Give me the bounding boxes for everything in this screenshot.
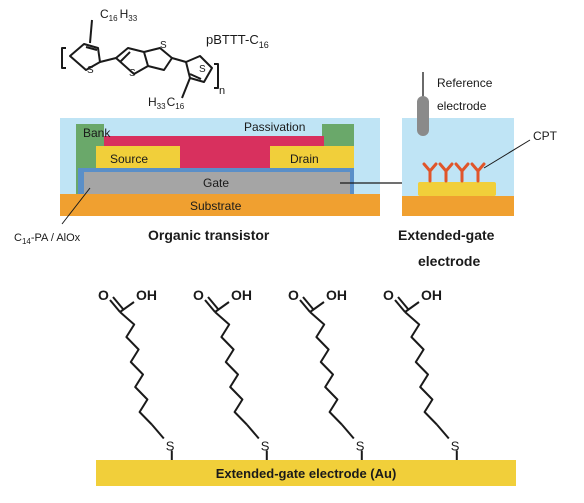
reference-electrode-probe (417, 96, 429, 136)
cpt-receptor (470, 162, 486, 183)
sulfur-atom-2: S (129, 68, 136, 79)
transistor-caption: Organic transistor (148, 227, 270, 243)
organic-transistor (60, 118, 420, 225)
passivation-label: Passivation (244, 120, 305, 134)
hydroxyl-label: OH (326, 287, 347, 303)
source-electrode (96, 146, 180, 170)
egate-caption-2: electrode (418, 253, 480, 269)
cpt-receptors (422, 162, 486, 183)
source-label: Source (110, 152, 148, 166)
oxygen-label: O (288, 287, 299, 303)
cpt-receptor (422, 162, 438, 183)
egate-electrode (418, 182, 496, 196)
oxygen-label: O (98, 287, 109, 303)
au-electrode-label: Extended-gate electrode (Au) (216, 466, 397, 481)
sulfur-atom-1: S (87, 65, 94, 76)
egate-substrate (402, 196, 514, 216)
polymer-repeat-n: n (219, 85, 225, 97)
thiol-sulfur-label: S (451, 439, 460, 454)
bank-label: Bank (83, 126, 111, 140)
oxygen-label: O (193, 287, 204, 303)
thiol-sulfur-label: S (356, 439, 365, 454)
au-electrode-bar (96, 460, 516, 486)
cpt-receptor (438, 162, 454, 183)
oxygen-label: O (383, 287, 394, 303)
reference-label-1: Reference (437, 76, 493, 90)
gate-electrode (84, 172, 350, 194)
sam-chains: O OH S O OH S O OH S O OH S (98, 287, 460, 460)
extended-gate-cell (402, 72, 531, 216)
cpt-pointer-line (483, 139, 531, 169)
sulfur-atom-3: S (160, 40, 167, 51)
gate-label: Gate (203, 176, 229, 190)
thiophene-left (69, 43, 101, 71)
sam-chain: O OH S (288, 287, 365, 460)
thiol-sulfur-label: S (261, 439, 270, 454)
polymer-bracket-right (214, 63, 219, 89)
sulfur-atom-4: S (199, 64, 206, 75)
dielectric-pointer-line (61, 187, 91, 225)
substrate-label: Substrate (190, 199, 242, 213)
hydroxyl-label: OH (231, 287, 252, 303)
cpt-receptor (454, 162, 470, 183)
hydroxyl-label: OH (136, 287, 157, 303)
drain-label: Drain (290, 152, 319, 166)
cpt-label: CPT (533, 129, 558, 143)
sam-chain: O OH S (193, 287, 270, 460)
sam-chain: O OH S (98, 287, 175, 460)
chain-bottom-label: H33C16 (148, 95, 185, 111)
egate-caption-1: Extended-gate (398, 227, 495, 243)
reference-label-2: electrode (437, 99, 487, 113)
sam-chain: O OH S (383, 287, 460, 460)
substrate-layer (60, 194, 380, 216)
polymer-structure (61, 19, 219, 99)
dielectric-label: C14-PA / AlOx (14, 232, 81, 246)
thiol-sulfur-label: S (166, 439, 175, 454)
thienothiophene-core (115, 47, 149, 75)
polymer-name: pBTTT-C16 (206, 32, 269, 50)
drain-electrode (270, 146, 354, 170)
polymer-bracket-left (61, 47, 66, 69)
thiophene-right (185, 55, 213, 83)
hydroxyl-label: OH (421, 287, 442, 303)
